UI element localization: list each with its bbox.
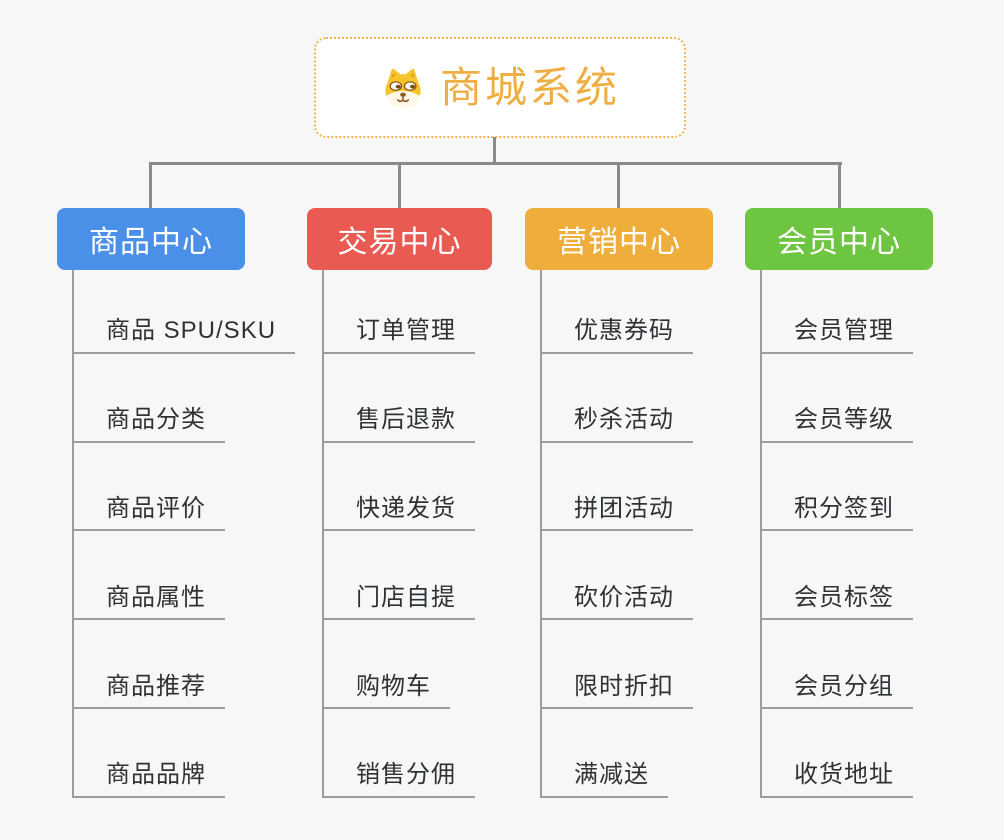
branch-connector-line [760, 270, 762, 798]
leaf-label: 订单管理 [322, 318, 475, 354]
branch-connector-line [72, 270, 74, 798]
leaf-node[interactable]: 商品属性 [72, 531, 295, 621]
leaf-node[interactable]: 商品 SPU/SKU [72, 265, 296, 354]
connector-root-vertical [493, 137, 496, 164]
leaf-label: 商品品牌 [72, 762, 225, 798]
leaf-label: 会员分组 [760, 673, 913, 709]
branch-label: 会员中心 [777, 226, 901, 259]
leaf-node[interactable]: 限时折扣 [540, 620, 693, 709]
connector-horizontal-bus [149, 162, 842, 165]
leaf-node[interactable]: 优惠券码 [540, 265, 693, 354]
leaf-node[interactable]: 收货地址 [760, 709, 913, 798]
leaf-node[interactable]: 门店自提 [322, 531, 475, 621]
connector-stub-product [149, 162, 152, 210]
branch-label: 交易中心 [337, 226, 462, 259]
leaf-label: 购物车 [322, 673, 450, 709]
branch-node-product[interactable]: 商品中心 [57, 208, 245, 270]
leaf-node[interactable]: 拼团活动 [540, 443, 693, 532]
leaf-label: 收货地址 [760, 762, 913, 798]
branch-label: 商品中心 [89, 226, 213, 259]
leaf-node[interactable]: 会员管理 [760, 265, 913, 354]
leaf-list: 会员管理 会员等级 积分签到 会员标签 会员分组 收货地址 [760, 265, 913, 798]
leaf-list: 优惠券码 秒杀活动 拼团活动 砍价活动 限时折扣 满减送 [540, 265, 693, 798]
connector-stub-marketing [617, 162, 620, 210]
branch-trade-center: 交易中心 订单管理 售后退款 快递发货 门店自提 购物车 销售分佣 [307, 208, 537, 808]
leaf-node[interactable]: 销售分佣 [322, 709, 475, 798]
leaf-node[interactable]: 满减送 [540, 709, 693, 798]
leaf-label: 商品分类 [72, 406, 225, 443]
leaf-node[interactable]: 会员分组 [760, 620, 913, 709]
branch-connector-line [322, 270, 324, 798]
leaf-node[interactable]: 会员标签 [760, 531, 913, 621]
leaf-node[interactable]: 售后退款 [322, 354, 475, 443]
branch-node-trade[interactable]: 交易中心 [307, 208, 492, 270]
leaf-label: 商品属性 [72, 584, 225, 621]
branch-connector-line [540, 270, 542, 798]
leaf-label: 商品推荐 [72, 673, 225, 709]
leaf-label: 售后退款 [322, 406, 475, 443]
leaf-label: 会员标签 [760, 584, 913, 621]
leaf-label: 会员等级 [760, 406, 913, 443]
leaf-label: 商品评价 [72, 495, 225, 532]
leaf-node[interactable]: 订单管理 [322, 265, 475, 354]
connector-stub-member [838, 162, 841, 210]
leaf-node[interactable]: 商品品牌 [72, 709, 295, 798]
leaf-node[interactable]: 商品推荐 [72, 620, 295, 709]
leaf-label: 快递发货 [322, 495, 475, 532]
leaf-list: 订单管理 售后退款 快递发货 门店自提 购物车 销售分佣 [322, 265, 475, 798]
leaf-label: 商品 SPU/SKU [72, 318, 296, 354]
leaf-node[interactable]: 秒杀活动 [540, 354, 693, 443]
leaf-label: 拼团活动 [540, 495, 693, 532]
leaf-label: 门店自提 [322, 584, 475, 621]
leaf-node[interactable]: 会员等级 [760, 354, 913, 443]
branch-node-member[interactable]: 会员中心 [745, 208, 933, 270]
leaf-label: 销售分佣 [322, 762, 475, 798]
branch-product-center: 商品中心 商品 SPU/SKU 商品分类 商品评价 商品属性 商品推荐 商品品牌 [57, 208, 296, 808]
connector-stub-trade [398, 162, 401, 210]
leaf-node[interactable]: 积分签到 [760, 443, 913, 532]
leaf-node[interactable]: 快递发货 [322, 443, 475, 532]
leaf-list: 商品 SPU/SKU 商品分类 商品评价 商品属性 商品推荐 商品品牌 [72, 265, 296, 798]
branch-label: 营销中心 [557, 226, 681, 259]
leaf-node[interactable]: 购物车 [322, 620, 475, 709]
branch-node-marketing[interactable]: 营销中心 [525, 208, 713, 270]
leaf-label: 会员管理 [760, 318, 913, 354]
leaf-node[interactable]: 砍价活动 [540, 531, 693, 621]
root-node[interactable]: 商城系统 [314, 37, 686, 138]
dog-face-icon [380, 67, 426, 109]
leaf-label: 秒杀活动 [540, 406, 693, 443]
leaf-label: 满减送 [540, 762, 668, 798]
leaf-node[interactable]: 商品评价 [72, 443, 295, 532]
leaf-label: 积分签到 [760, 495, 913, 532]
root-title: 商城系统 [439, 63, 620, 111]
branch-marketing-center: 营销中心 优惠券码 秒杀活动 拼团活动 砍价活动 限时折扣 满减送 [525, 208, 755, 808]
leaf-label: 砍价活动 [540, 584, 693, 621]
branch-member-center: 会员中心 会员管理 会员等级 积分签到 会员标签 会员分组 收货地址 [745, 208, 975, 808]
leaf-label: 优惠券码 [540, 318, 693, 354]
leaf-node[interactable]: 商品分类 [72, 354, 295, 443]
leaf-label: 限时折扣 [540, 673, 693, 709]
